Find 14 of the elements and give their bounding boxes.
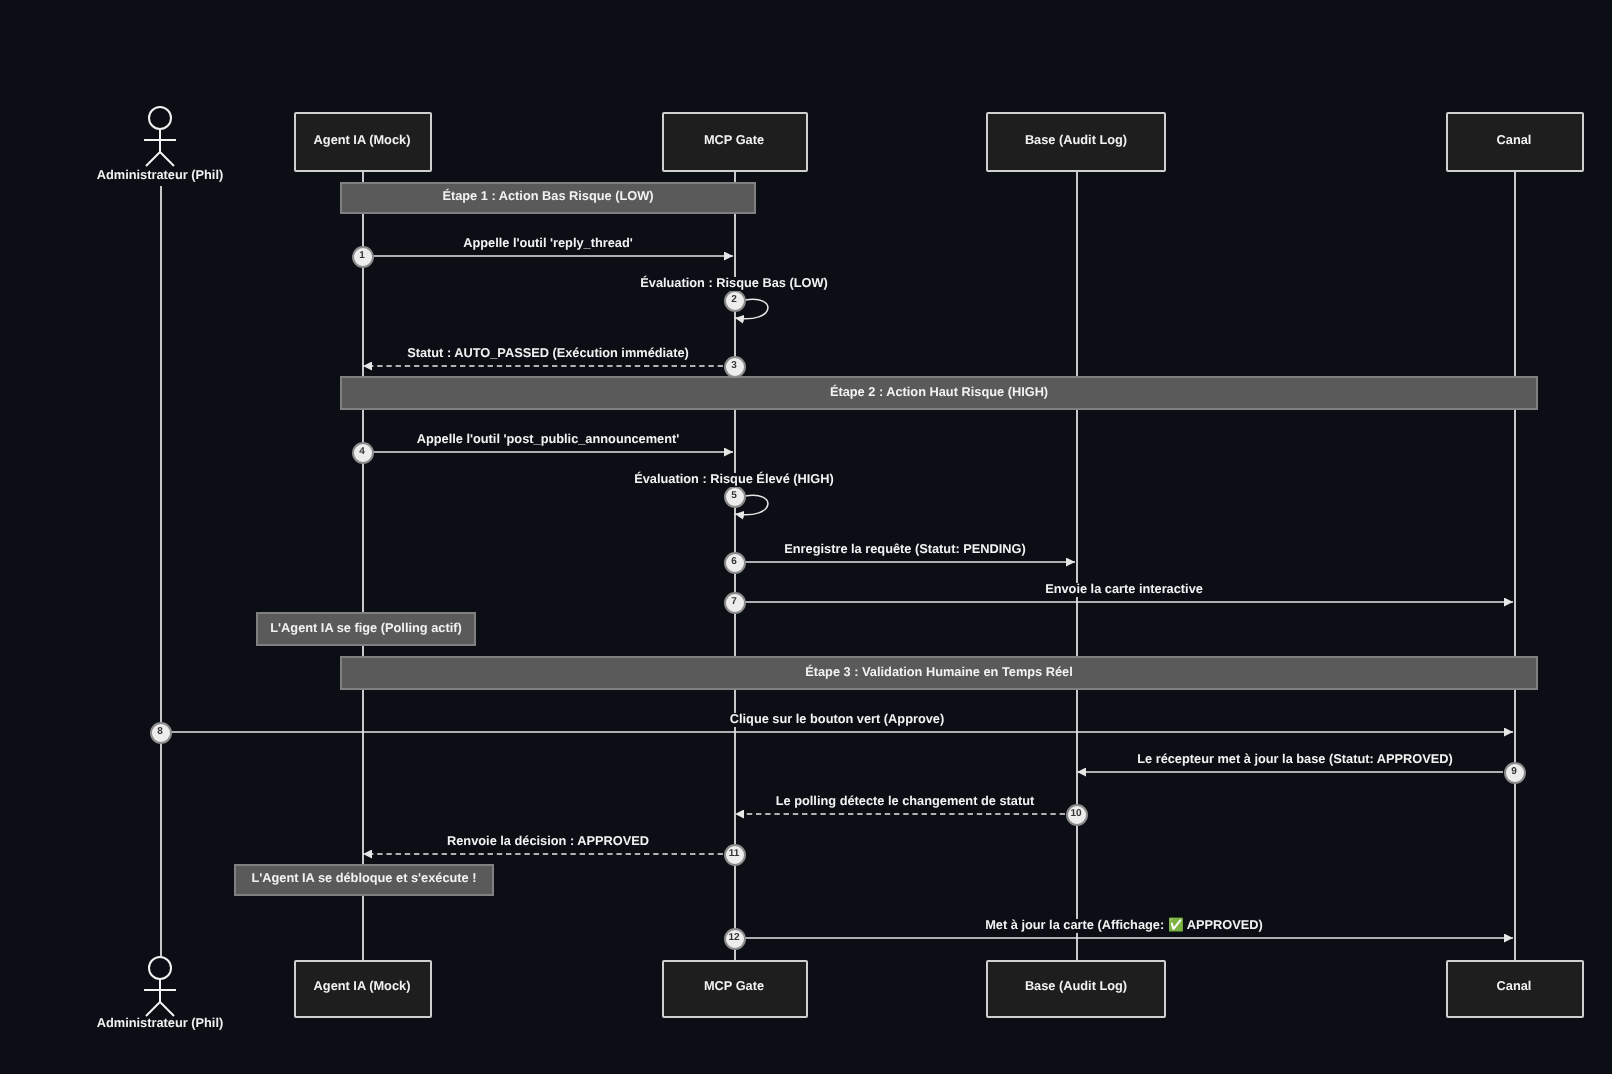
lifeline xyxy=(1513,171,1515,959)
message-arrow xyxy=(744,597,1514,607)
message-arrow xyxy=(372,251,734,261)
message-arrow xyxy=(744,933,1514,943)
message-arrow xyxy=(372,447,734,457)
lifeline xyxy=(159,186,161,955)
message-arrow xyxy=(170,727,1514,737)
loop-arrow xyxy=(734,298,769,324)
loop-arrow xyxy=(734,494,769,520)
message-arrow xyxy=(362,361,724,371)
message-arrow xyxy=(744,557,1076,567)
message-arrow xyxy=(734,809,1066,819)
message-arrow xyxy=(1076,767,1504,777)
message-arrow xyxy=(362,849,724,859)
